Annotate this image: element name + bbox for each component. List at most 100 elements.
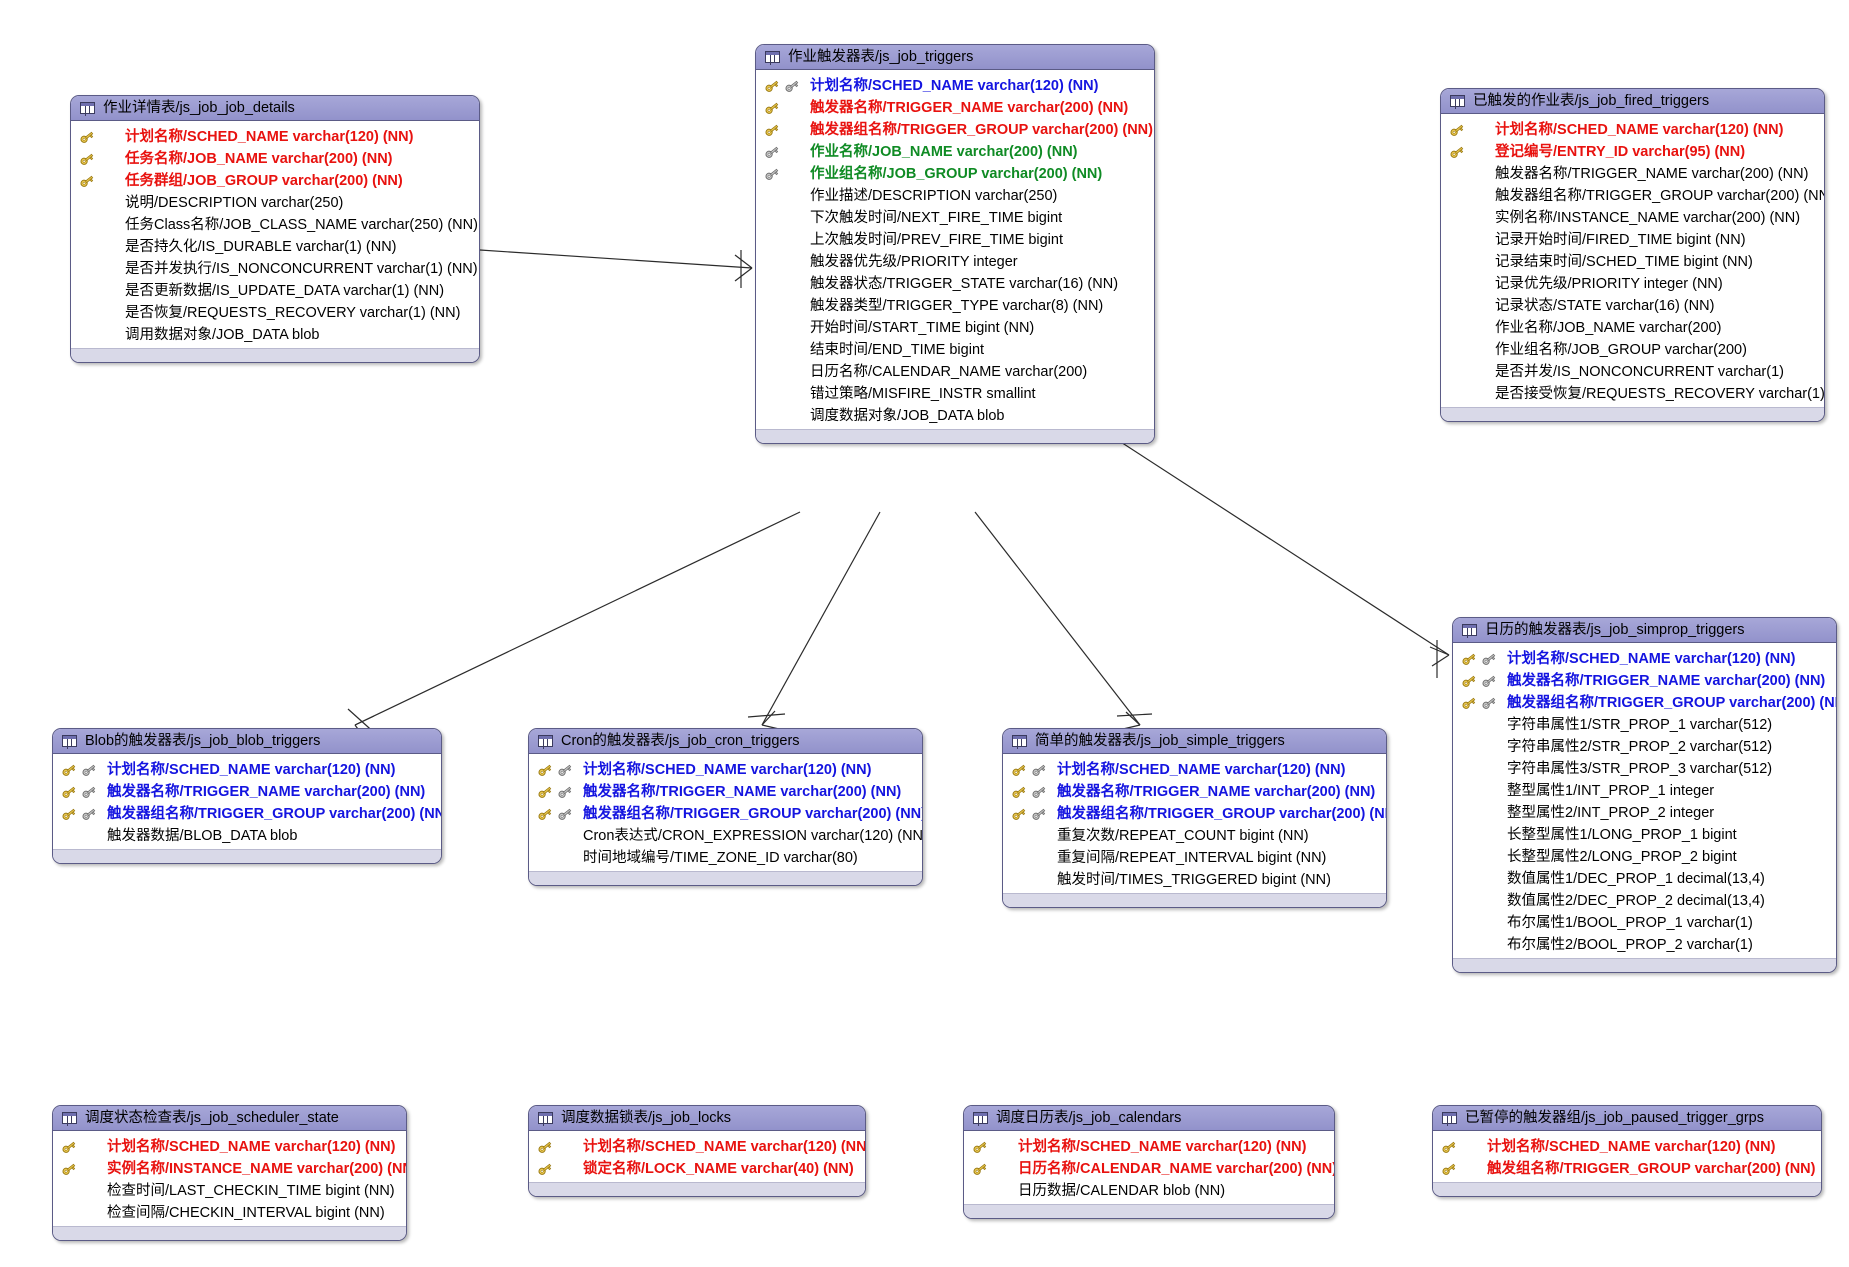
entity-field-row[interactable]: 实例名称/INSTANCE_NAME varchar(200) (NN)	[1441, 207, 1824, 229]
entity-field-row[interactable]: 登记编号/ENTRY_ID varchar(95) (NN)	[1441, 141, 1824, 163]
entity-field-row[interactable]: 作业名称/JOB_NAME varchar(200)	[1441, 317, 1824, 339]
entity-field-row[interactable]: 结束时间/END_TIME bigint	[756, 339, 1154, 361]
entity-field-row[interactable]: 计划名称/SCHED_NAME varchar(120) (NN)	[964, 1136, 1334, 1158]
entity-field-row[interactable]: 作业描述/DESCRIPTION varchar(250)	[756, 185, 1154, 207]
entity-header-simple_triggers[interactable]: 简单的触发器表/js_job_simple_triggers	[1003, 729, 1386, 754]
entity-scheduler_state[interactable]: 调度状态检查表/js_job_scheduler_state 计划名称/SCHED…	[52, 1105, 407, 1241]
entity-header-calendars[interactable]: 调度日历表/js_job_calendars	[964, 1106, 1334, 1131]
entity-field-row[interactable]: 是否并发/IS_NONCONCURRENT varchar(1)	[1441, 361, 1824, 383]
entity-field-row[interactable]: 调度数据对象/JOB_DATA blob	[756, 405, 1154, 427]
entity-field-row[interactable]: 计划名称/SCHED_NAME varchar(120) (NN)	[53, 1136, 406, 1158]
entity-field-row[interactable]: 任务名称/JOB_NAME varchar(200) (NN)	[71, 148, 479, 170]
entity-field-row[interactable]: 日历名称/CALENDAR_NAME varchar(200) (NN)	[964, 1158, 1334, 1180]
entity-header-locks[interactable]: 调度数据锁表/js_job_locks	[529, 1106, 865, 1131]
entity-field-row[interactable]: 是否并发执行/IS_NONCONCURRENT varchar(1) (NN)	[71, 258, 479, 280]
entity-field-row[interactable]: 触发器状态/TRIGGER_STATE varchar(16) (NN)	[756, 273, 1154, 295]
entity-header-paused_trigger_grps[interactable]: 已暂停的触发器组/js_job_paused_trigger_grps	[1433, 1106, 1821, 1131]
entity-field-row[interactable]: 布尔属性2/BOOL_PROP_2 varchar(1)	[1453, 934, 1836, 956]
entity-field-row[interactable]: 触发器类型/TRIGGER_TYPE varchar(8) (NN)	[756, 295, 1154, 317]
entity-field-row[interactable]: 字符串属性3/STR_PROP_3 varchar(512)	[1453, 758, 1836, 780]
entity-field-row[interactable]: 触发器名称/TRIGGER_NAME varchar(200) (NN)	[1453, 670, 1836, 692]
entity-field-row[interactable]: 触发组名称/TRIGGER_GROUP varchar(200) (NN)	[1433, 1158, 1821, 1180]
entity-field-row[interactable]: Cron表达式/CRON_EXPRESSION varchar(120) (NN…	[529, 825, 922, 847]
entity-field-row[interactable]: 任务群组/JOB_GROUP varchar(200) (NN)	[71, 170, 479, 192]
entity-field-row[interactable]: 触发器组名称/TRIGGER_GROUP varchar(200) (NN)	[756, 119, 1154, 141]
entity-field-row[interactable]: 记录状态/STATE varchar(16) (NN)	[1441, 295, 1824, 317]
entity-field-row[interactable]: 是否接受恢复/REQUESTS_RECOVERY varchar(1)	[1441, 383, 1824, 405]
entity-field-row[interactable]: 触发时间/TIMES_TRIGGERED bigint (NN)	[1003, 869, 1386, 891]
entity-field-row[interactable]: 是否持久化/IS_DURABLE varchar(1) (NN)	[71, 236, 479, 258]
entity-header-blob_triggers[interactable]: Blob的触发器表/js_job_blob_triggers	[53, 729, 441, 754]
entity-field-row[interactable]: 触发器优先级/PRIORITY integer	[756, 251, 1154, 273]
entity-field-row[interactable]: 字符串属性1/STR_PROP_1 varchar(512)	[1453, 714, 1836, 736]
entity-field-row[interactable]: 触发器名称/TRIGGER_NAME varchar(200) (NN)	[1003, 781, 1386, 803]
entity-header-cron_triggers[interactable]: Cron的触发器表/js_job_cron_triggers	[529, 729, 922, 754]
entity-field-row[interactable]: 错过策略/MISFIRE_INSTR smallint	[756, 383, 1154, 405]
entity-field-row[interactable]: 长整型属性2/LONG_PROP_2 bigint	[1453, 846, 1836, 868]
entity-field-row[interactable]: 上次触发时间/PREV_FIRE_TIME bigint	[756, 229, 1154, 251]
entity-field-row[interactable]: 布尔属性1/BOOL_PROP_1 varchar(1)	[1453, 912, 1836, 934]
entity-header-job_details[interactable]: 作业详情表/js_job_job_details	[71, 96, 479, 121]
entity-field-row[interactable]: 整型属性1/INT_PROP_1 integer	[1453, 780, 1836, 802]
entity-job_details[interactable]: 作业详情表/js_job_job_details 计划名称/SCHED_NAME …	[70, 95, 480, 363]
entity-field-row[interactable]: 检查间隔/CHECKIN_INTERVAL bigint (NN)	[53, 1202, 406, 1224]
entity-field-row[interactable]: 记录优先级/PRIORITY integer (NN)	[1441, 273, 1824, 295]
entity-field-row[interactable]: 实例名称/INSTANCE_NAME varchar(200) (NN)	[53, 1158, 406, 1180]
entity-field-row[interactable]: 下次触发时间/NEXT_FIRE_TIME bigint	[756, 207, 1154, 229]
entity-locks[interactable]: 调度数据锁表/js_job_locks 计划名称/SCHED_NAME varch…	[528, 1105, 866, 1197]
entity-field-row[interactable]: 计划名称/SCHED_NAME varchar(120) (NN)	[71, 126, 479, 148]
entity-simprop_triggers[interactable]: 日历的触发器表/js_job_simprop_triggers 计划名称/SCHE…	[1452, 617, 1837, 973]
entity-field-row[interactable]: 任务Class名称/JOB_CLASS_NAME varchar(250) (N…	[71, 214, 479, 236]
entity-field-row[interactable]: 锁定名称/LOCK_NAME varchar(40) (NN)	[529, 1158, 865, 1180]
entity-blob_triggers[interactable]: Blob的触发器表/js_job_blob_triggers 计划名称/SCHED…	[52, 728, 442, 864]
entity-paused_trigger_grps[interactable]: 已暂停的触发器组/js_job_paused_trigger_grps 计划名称/…	[1432, 1105, 1822, 1197]
entity-field-row[interactable]: 是否恢复/REQUESTS_RECOVERY varchar(1) (NN)	[71, 302, 479, 324]
entity-field-row[interactable]: 日历数据/CALENDAR blob (NN)	[964, 1180, 1334, 1202]
entity-field-row[interactable]: 计划名称/SCHED_NAME varchar(120) (NN)	[1441, 119, 1824, 141]
entity-calendars[interactable]: 调度日历表/js_job_calendars 计划名称/SCHED_NAME va…	[963, 1105, 1335, 1219]
entity-field-row[interactable]: 开始时间/START_TIME bigint (NN)	[756, 317, 1154, 339]
entity-field-row[interactable]: 记录结束时间/SCHED_TIME bigint (NN)	[1441, 251, 1824, 273]
entity-field-row[interactable]: 计划名称/SCHED_NAME varchar(120) (NN)	[1453, 648, 1836, 670]
entity-field-row[interactable]: 作业组名称/JOB_GROUP varchar(200)	[1441, 339, 1824, 361]
entity-field-row[interactable]: 重复间隔/REPEAT_INTERVAL bigint (NN)	[1003, 847, 1386, 869]
entity-field-row[interactable]: 作业名称/JOB_NAME varchar(200) (NN)	[756, 141, 1154, 163]
entity-field-row[interactable]: 数值属性2/DEC_PROP_2 decimal(13,4)	[1453, 890, 1836, 912]
entity-field-row[interactable]: 整型属性2/INT_PROP_2 integer	[1453, 802, 1836, 824]
entity-field-row[interactable]: 长整型属性1/LONG_PROP_1 bigint	[1453, 824, 1836, 846]
entity-header-scheduler_state[interactable]: 调度状态检查表/js_job_scheduler_state	[53, 1106, 406, 1131]
entity-field-row[interactable]: 触发器数据/BLOB_DATA blob	[53, 825, 441, 847]
entity-field-row[interactable]: 说明/DESCRIPTION varchar(250)	[71, 192, 479, 214]
entity-job_triggers[interactable]: 作业触发器表/js_job_triggers 计划名称/SCHED_NAME va…	[755, 44, 1155, 444]
entity-header-fired_triggers[interactable]: 已触发的作业表/js_job_fired_triggers	[1441, 89, 1824, 114]
entity-field-row[interactable]: 触发器组名称/TRIGGER_GROUP varchar(200) (NN)	[529, 803, 922, 825]
entity-field-row[interactable]: 触发器名称/TRIGGER_NAME varchar(200) (NN)	[756, 97, 1154, 119]
entity-header-simprop_triggers[interactable]: 日历的触发器表/js_job_simprop_triggers	[1453, 618, 1836, 643]
entity-field-row[interactable]: 调用数据对象/JOB_DATA blob	[71, 324, 479, 346]
entity-field-row[interactable]: 计划名称/SCHED_NAME varchar(120) (NN)	[756, 75, 1154, 97]
entity-field-row[interactable]: 作业组名称/JOB_GROUP varchar(200) (NN)	[756, 163, 1154, 185]
entity-field-row[interactable]: 重复次数/REPEAT_COUNT bigint (NN)	[1003, 825, 1386, 847]
entity-field-row[interactable]: 检查时间/LAST_CHECKIN_TIME bigint (NN)	[53, 1180, 406, 1202]
entity-field-row[interactable]: 触发器组名称/TRIGGER_GROUP varchar(200) (NN)	[1003, 803, 1386, 825]
entity-field-row[interactable]: 触发器组名称/TRIGGER_GROUP varchar(200) (NN)	[1453, 692, 1836, 714]
entity-field-row[interactable]: 计划名称/SCHED_NAME varchar(120) (NN)	[529, 759, 922, 781]
entity-cron_triggers[interactable]: Cron的触发器表/js_job_cron_triggers 计划名称/SCHED…	[528, 728, 923, 886]
entity-field-row[interactable]: 计划名称/SCHED_NAME varchar(120) (NN)	[1003, 759, 1386, 781]
entity-field-row[interactable]: 触发器组名称/TRIGGER_GROUP varchar(200) (NN)	[53, 803, 441, 825]
entity-field-row[interactable]: 日历名称/CALENDAR_NAME varchar(200)	[756, 361, 1154, 383]
entity-field-row[interactable]: 数值属性1/DEC_PROP_1 decimal(13,4)	[1453, 868, 1836, 890]
entity-field-row[interactable]: 触发器名称/TRIGGER_NAME varchar(200) (NN)	[1441, 163, 1824, 185]
entity-field-row[interactable]: 记录开始时间/FIRED_TIME bigint (NN)	[1441, 229, 1824, 251]
entity-field-row[interactable]: 计划名称/SCHED_NAME varchar(120) (NN)	[53, 759, 441, 781]
entity-field-row[interactable]: 触发器名称/TRIGGER_NAME varchar(200) (NN)	[53, 781, 441, 803]
entity-header-job_triggers[interactable]: 作业触发器表/js_job_triggers	[756, 45, 1154, 70]
entity-field-row[interactable]: 时间地域编号/TIME_ZONE_ID varchar(80)	[529, 847, 922, 869]
entity-fired_triggers[interactable]: 已触发的作业表/js_job_fired_triggers 计划名称/SCHED_…	[1440, 88, 1825, 422]
entity-simple_triggers[interactable]: 简单的触发器表/js_job_simple_triggers 计划名称/SCHED…	[1002, 728, 1387, 908]
entity-field-row[interactable]: 计划名称/SCHED_NAME varchar(120) (NN)	[1433, 1136, 1821, 1158]
entity-field-row[interactable]: 字符串属性2/STR_PROP_2 varchar(512)	[1453, 736, 1836, 758]
entity-field-row[interactable]: 计划名称/SCHED_NAME varchar(120) (NN)	[529, 1136, 865, 1158]
entity-field-row[interactable]: 触发器名称/TRIGGER_NAME varchar(200) (NN)	[529, 781, 922, 803]
entity-field-row[interactable]: 是否更新数据/IS_UPDATE_DATA varchar(1) (NN)	[71, 280, 479, 302]
